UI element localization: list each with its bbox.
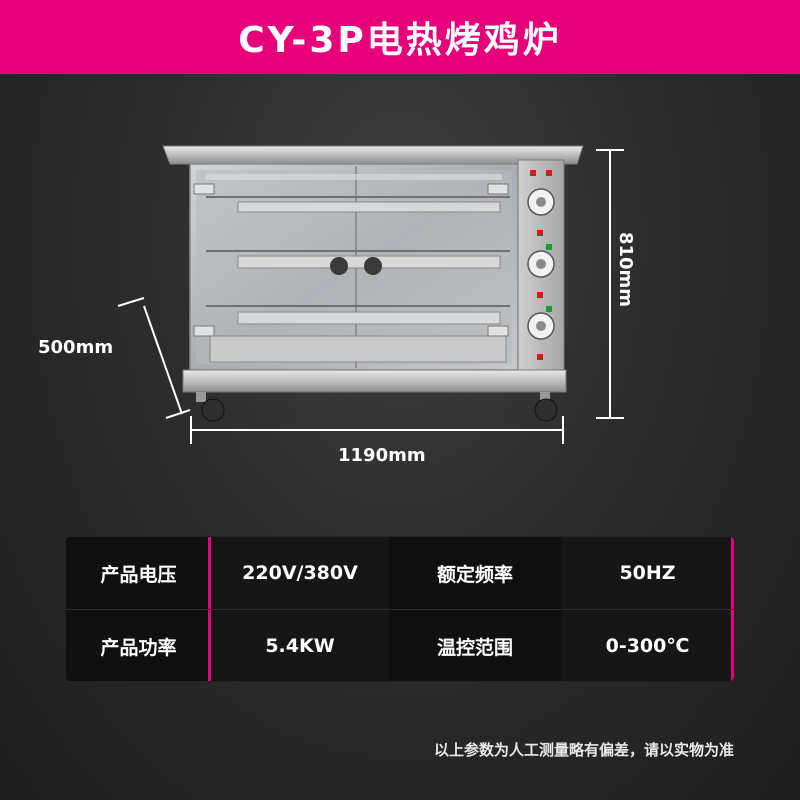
accent-divider <box>731 537 734 609</box>
control-panel <box>517 159 565 371</box>
spec-label-temperature: 温控范围 <box>389 610 561 681</box>
oven-top-slab <box>162 145 584 165</box>
spec-label-frequency: 额定频率 <box>389 537 561 609</box>
spec-label-power: 产品功率 <box>66 610 211 681</box>
spec-table: 产品电压 220V/380V 额定频率 50HZ 产品功率 5.4KW 温控范围… <box>66 537 734 681</box>
title-banner: CY-3P电热烤鸡炉 <box>0 0 800 74</box>
accent-divider <box>731 610 734 681</box>
casters <box>196 392 558 422</box>
accent-divider <box>208 537 211 609</box>
spec-value-voltage: 220V/380V <box>211 537 389 609</box>
width-dimension-label: 1190mm <box>338 445 426 466</box>
footnote: 以上参数为人工测量略有偏差，请以实物为准 <box>433 741 734 759</box>
dimension-lines <box>117 149 624 444</box>
height-dimension-label: 810mm <box>615 231 637 308</box>
door-handles <box>330 257 382 275</box>
spec-value-temperature: 0-300℃ <box>561 610 734 681</box>
depth-dimension-label: 500mm <box>38 337 114 358</box>
accent-divider <box>208 610 211 681</box>
oven-illustration <box>117 145 624 444</box>
rotisserie-racks <box>206 196 510 363</box>
spec-value-power: 5.4KW <box>211 610 389 681</box>
spec-row: 产品功率 5.4KW 温控范围 0-300℃ <box>66 609 734 681</box>
product-stage: 500mm 1190mm 810mm <box>0 74 800 514</box>
page-title: CY-3P电热烤鸡炉 <box>238 20 562 61</box>
side-brackets <box>193 183 509 337</box>
spec-label-voltage: 产品电压 <box>66 537 211 609</box>
spec-value-frequency: 50HZ <box>561 537 734 609</box>
oven-base <box>182 369 567 393</box>
spec-row: 产品电压 220V/380V 额定频率 50HZ <box>66 537 734 609</box>
